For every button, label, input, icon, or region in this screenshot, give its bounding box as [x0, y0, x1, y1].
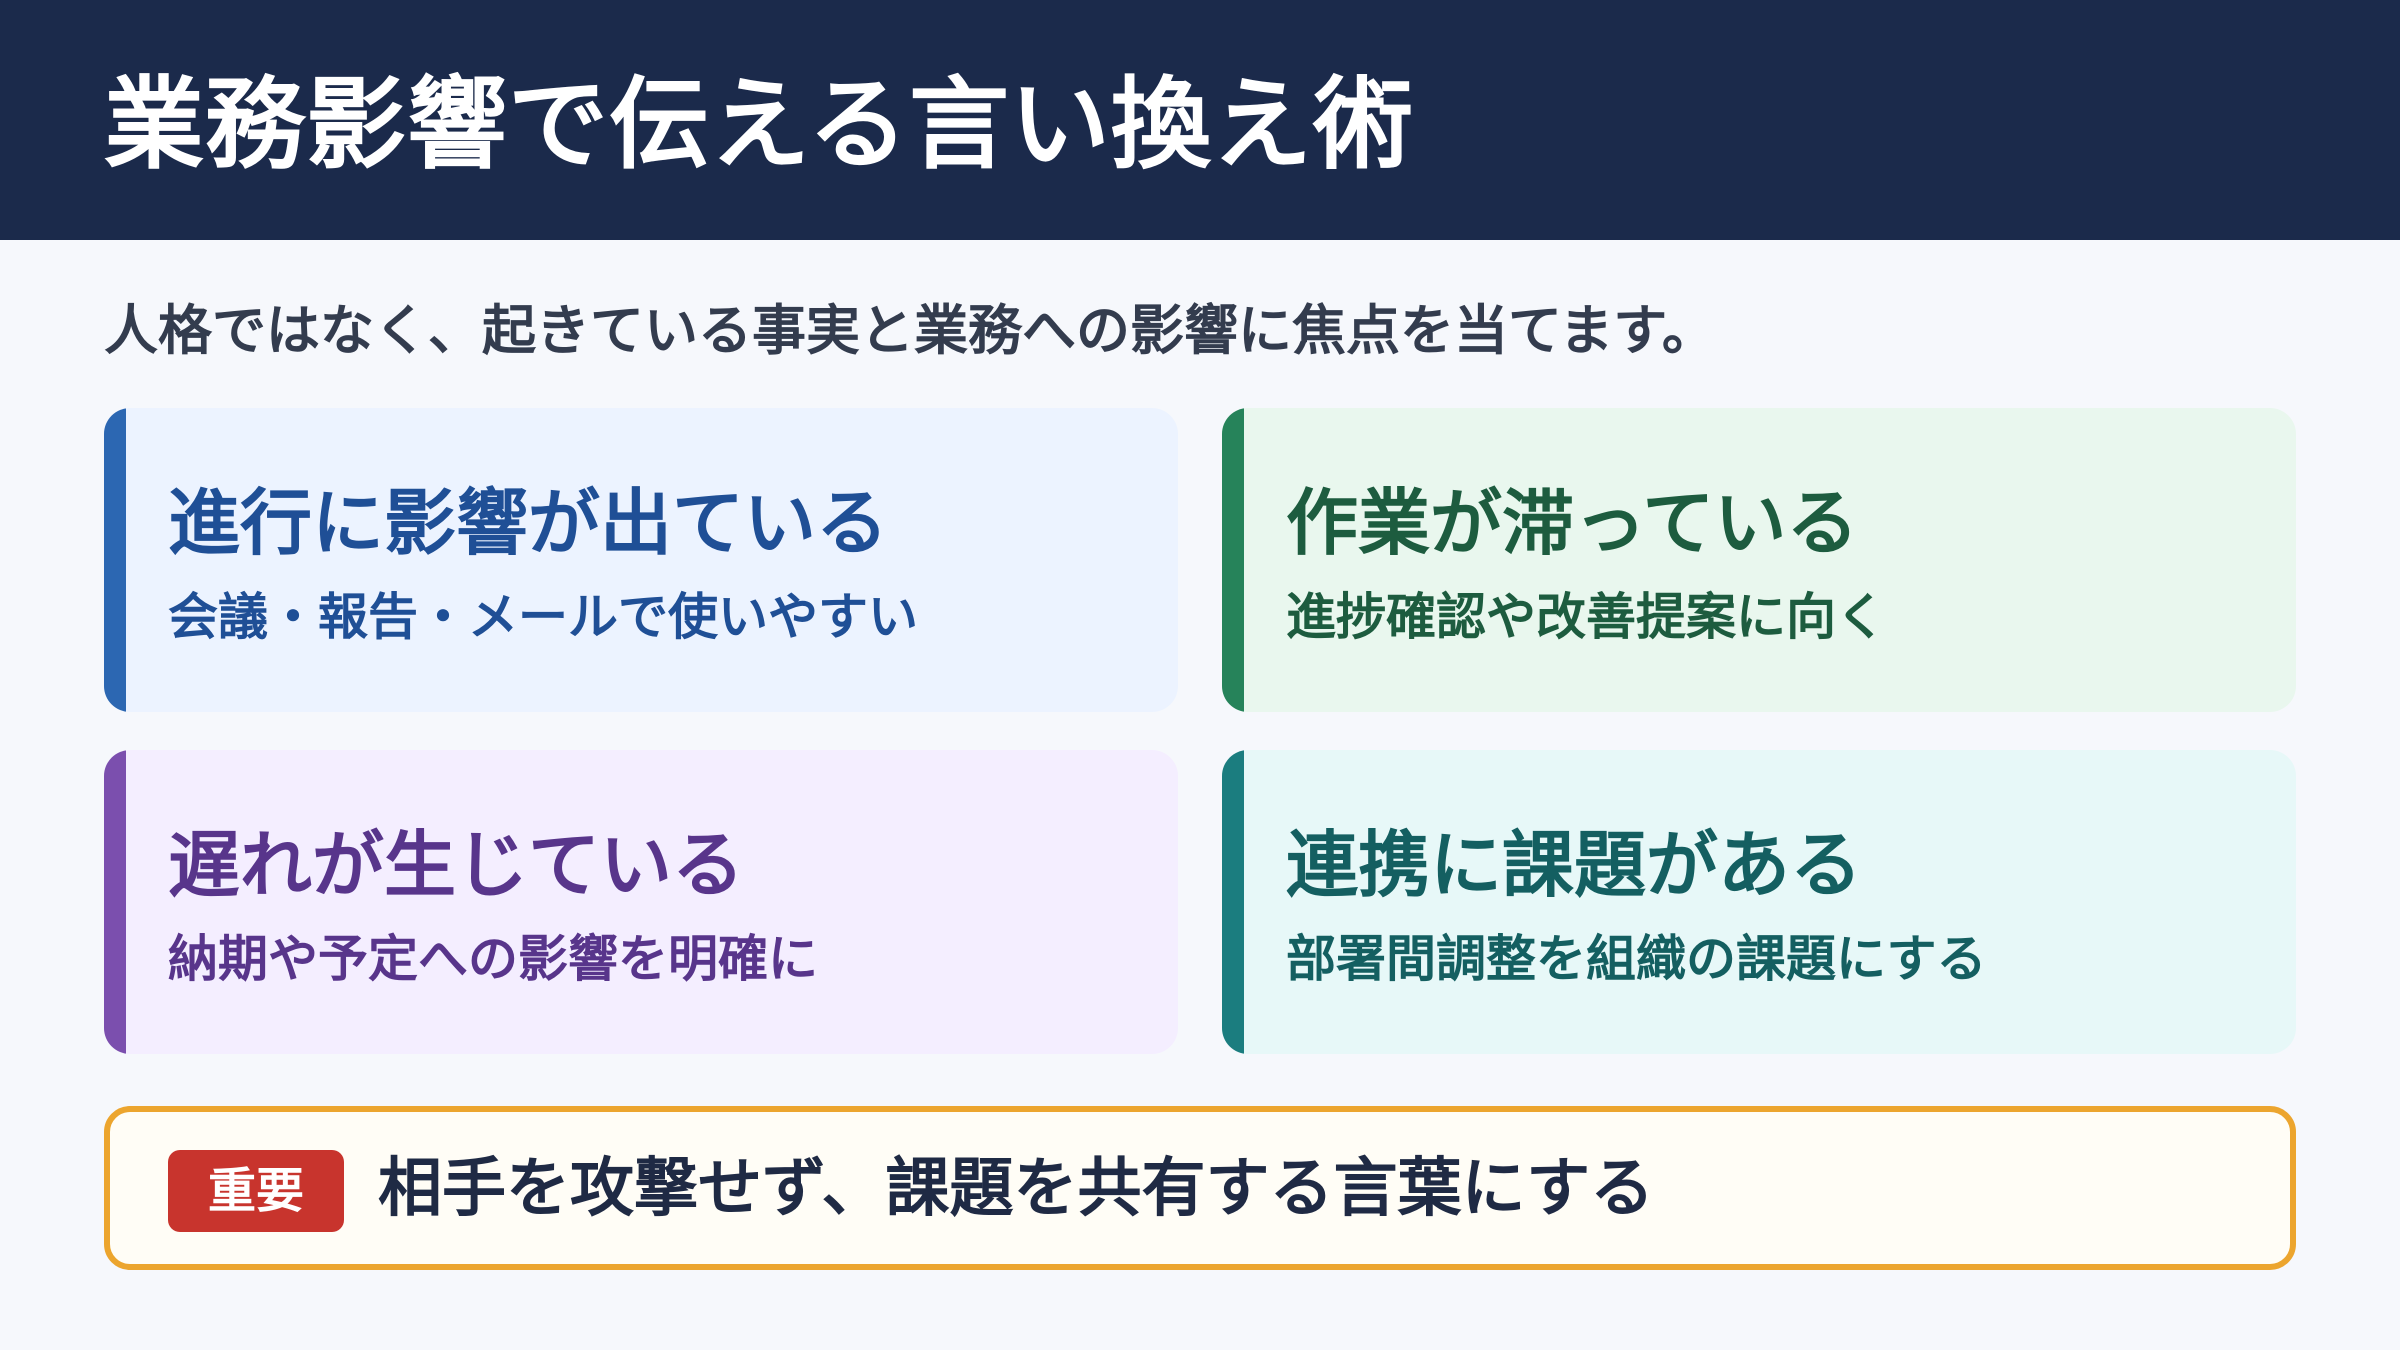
- card-heading: 遅れが生じている: [168, 823, 745, 907]
- phrase-card-stalled: 作業が滞っている 進捗確認や改善提案に向く: [1222, 408, 2296, 712]
- important-badge: 重要: [168, 1150, 344, 1232]
- card-heading: 連携に課題がある: [1286, 823, 1863, 907]
- phrase-card-progress: 進行に影響が出ている 会議・報告・メールで使いやすい: [104, 408, 1178, 712]
- notice-text: 相手を攻撃せず、課題を共有する言葉にする: [378, 1152, 1655, 1226]
- header-bar: 業務影響で伝える言い換え術: [0, 0, 2400, 240]
- phrase-card-delay: 遅れが生じている 納期や予定への影響を明確に: [104, 750, 1178, 1054]
- card-heading: 進行に影響が出ている: [168, 481, 889, 565]
- card-description: 部署間調整を組織の課題にする: [1286, 930, 1987, 988]
- card-heading: 作業が滞っている: [1286, 481, 1859, 565]
- page-title: 業務影響で伝える言い換え術: [104, 66, 1414, 183]
- card-description: 納期や予定への影響を明確に: [168, 930, 818, 988]
- page-subtitle: 人格ではなく、起きている事実と業務への影響に焦点を当てます。: [104, 299, 1716, 362]
- card-description: 進捗確認や改善提案に向く: [1286, 588, 1886, 646]
- card-description: 会議・報告・メールで使いやすい: [168, 588, 918, 646]
- important-notice: 重要 相手を攻撃せず、課題を共有する言葉にする: [104, 1106, 2296, 1270]
- phrase-card-coordination: 連携に課題がある 部署間調整を組織の課題にする: [1222, 750, 2296, 1054]
